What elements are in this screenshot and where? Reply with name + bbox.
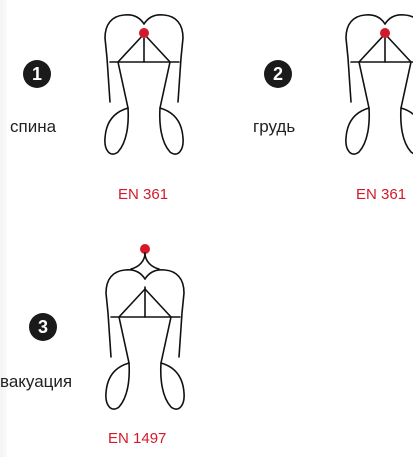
item-1-label: спина — [10, 117, 57, 136]
harness-rescue-attachment-icon — [105, 244, 185, 410]
left-edge-strip — [0, 0, 7, 457]
attachment-dot-3 — [140, 244, 150, 254]
item-2-label: грудь — [253, 117, 296, 136]
item-1-standard: EN 361 — [118, 186, 169, 203]
item-3-number-badge: 3 — [29, 313, 57, 341]
item-2-standard: EN 361 — [356, 186, 407, 203]
attachment-dot-1 — [139, 28, 149, 38]
dorsal-attachment-point — [139, 28, 149, 38]
sternal-attachment-point — [380, 28, 390, 38]
item-2-number-badge: 2 — [264, 60, 292, 88]
attachment-dot-2 — [380, 28, 390, 38]
item-3-label: вакуация — [0, 372, 73, 391]
item-3-standard: EN 1497 — [108, 430, 167, 447]
item-1-number-badge: 1 — [23, 60, 51, 88]
harness-dorsal-attachment-icon — [104, 13, 184, 155]
harness-sternal-attachment-icon — [345, 13, 413, 155]
